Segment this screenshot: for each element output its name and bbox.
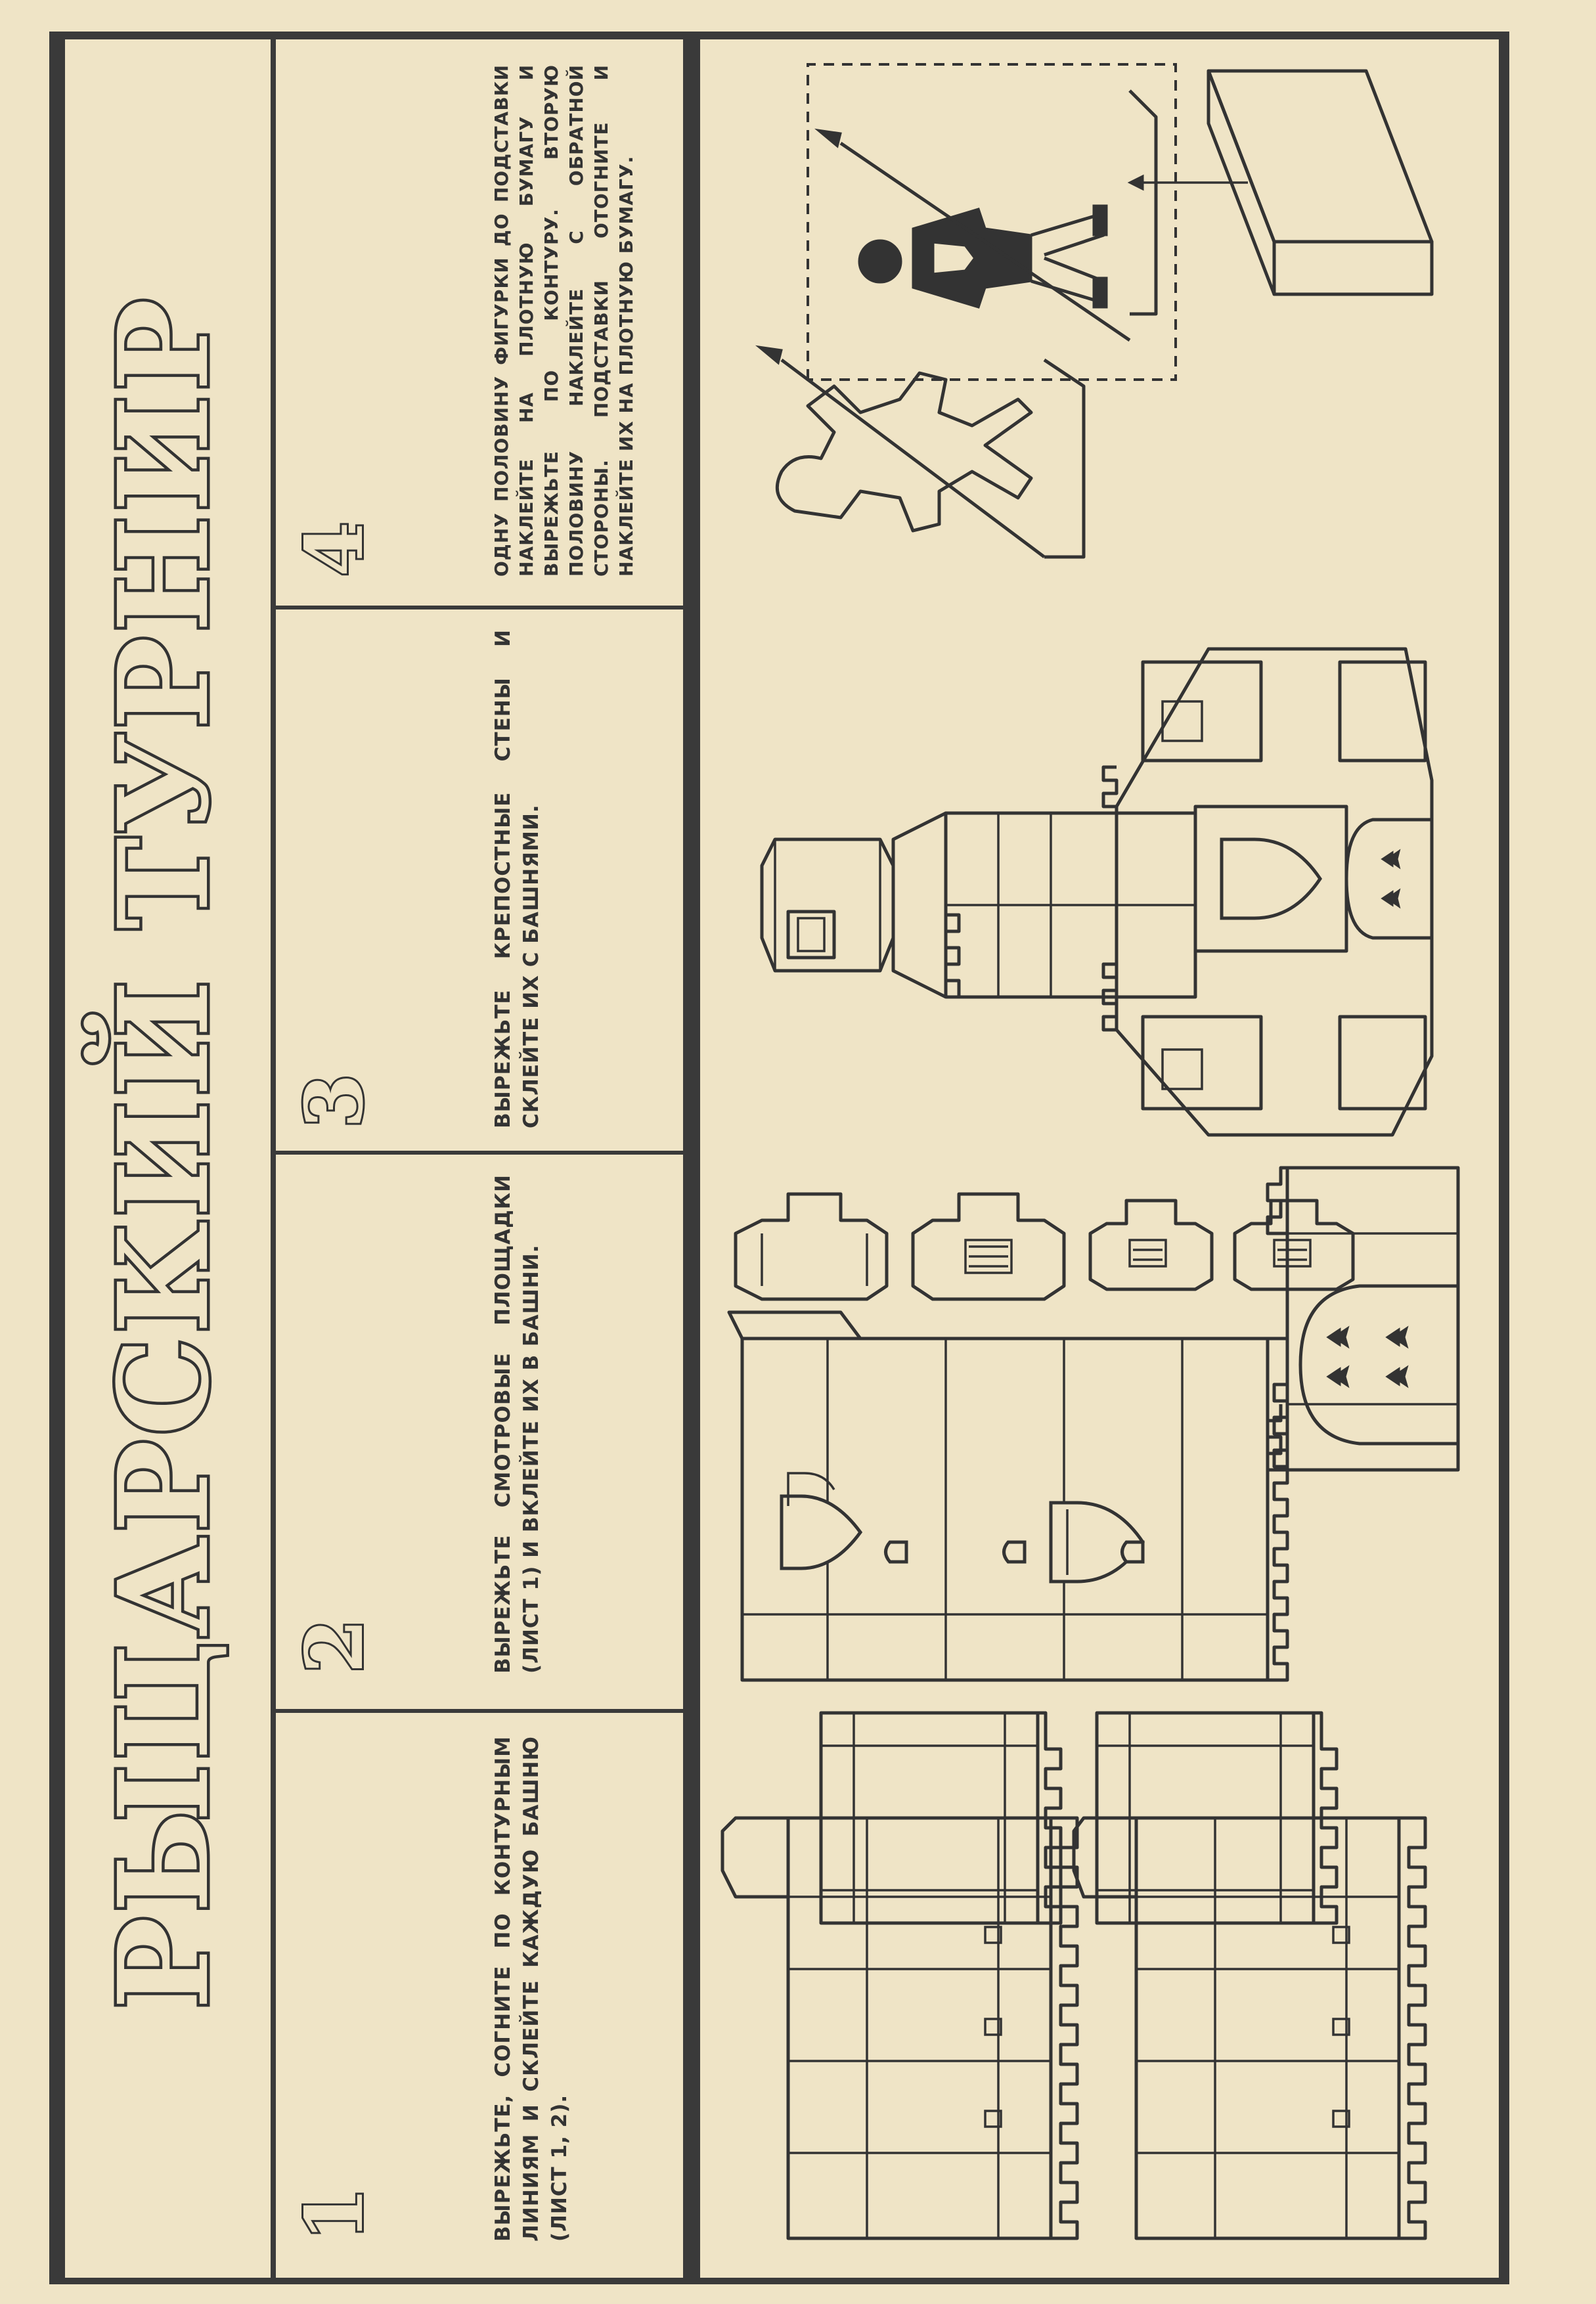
column-divider-3	[271, 606, 698, 609]
arched-window-icon	[1002, 1540, 1027, 1564]
bottom-border	[1499, 32, 1509, 2284]
cut-line-frame	[807, 63, 1177, 381]
arched-window-icon	[884, 1540, 908, 1564]
step-1-tower-nets	[720, 1816, 1427, 2240]
step-1-number: 1	[286, 2185, 383, 2244]
arched-window-icon	[1120, 1540, 1145, 1564]
fleur-de-lis-icon	[1385, 1325, 1409, 1349]
knight-outline-half	[755, 345, 1086, 559]
text-divider	[683, 32, 700, 2284]
gate-tower-net	[727, 1310, 1289, 1682]
shield-icon	[1220, 837, 1323, 920]
shield-icon	[780, 1494, 863, 1570]
platform-box-lower	[1095, 1711, 1339, 1925]
fleur-de-lis-icon	[1381, 888, 1401, 909]
left-border	[49, 2278, 1509, 2284]
title-underline	[271, 32, 276, 2284]
fleur-de-lis-icon	[1326, 1325, 1350, 1349]
step-3-text: ВЫРЕЖЬТЕ КРЕПОСТНЫЕ СТЕНЫ И СКЛЕЙТЕ ИХ С…	[491, 629, 543, 1128]
lance-tip-icon	[755, 345, 783, 365]
knight-colored-half	[814, 89, 1158, 342]
gate-wall-net	[1266, 1166, 1460, 1472]
step-2-parts	[727, 1166, 1460, 1682]
column-divider-1	[271, 1709, 698, 1713]
page-title: РЫЦАРСКИЙ ТУРНИР	[89, 292, 240, 2012]
fleur-de-lis-icon	[1326, 1365, 1350, 1388]
fleur-de-lis-icon	[1385, 1365, 1409, 1388]
assembled-castle	[1101, 647, 1434, 1137]
assembled-tower	[760, 811, 1197, 999]
platform-box-upper	[819, 1711, 1063, 1925]
lance-tip-icon	[814, 128, 842, 148]
column-divider-2	[271, 1151, 698, 1155]
fleur-de-lis-icon	[1381, 849, 1401, 870]
step-2-text: ВЫРЕЖЬТЕ СМОТРОВЫЕ ПЛОЩАДКИ (ЛИСТ 1) И В…	[491, 1174, 543, 1673]
step-3-number: 3	[286, 1072, 383, 1131]
step-2-number: 2	[286, 1617, 383, 1676]
tower-net-lower	[1072, 1816, 1427, 2240]
stand-base-lower	[1127, 69, 1434, 296]
step-1-text: ВЫРЕЖЬТЕ, СОГНИТЕ ПО КОНТУРНЫМ ЛИНИЯМ И …	[491, 1736, 571, 2242]
step-4-knight-figure	[755, 63, 1434, 559]
step-1-platform-boxes	[819, 1711, 1339, 1925]
step-4-number: 4	[286, 520, 383, 579]
tower-net-upper	[720, 1816, 1079, 2240]
step-4-text: ОДНУ ПОЛОВИНУ ФИГУРКИ ДО ПОДСТАВКИ НАКЛЕ…	[491, 64, 637, 577]
step-3-assembled-castle	[760, 647, 1434, 1137]
top-border	[49, 32, 65, 2284]
watch-platform-nets	[734, 1192, 1355, 1301]
